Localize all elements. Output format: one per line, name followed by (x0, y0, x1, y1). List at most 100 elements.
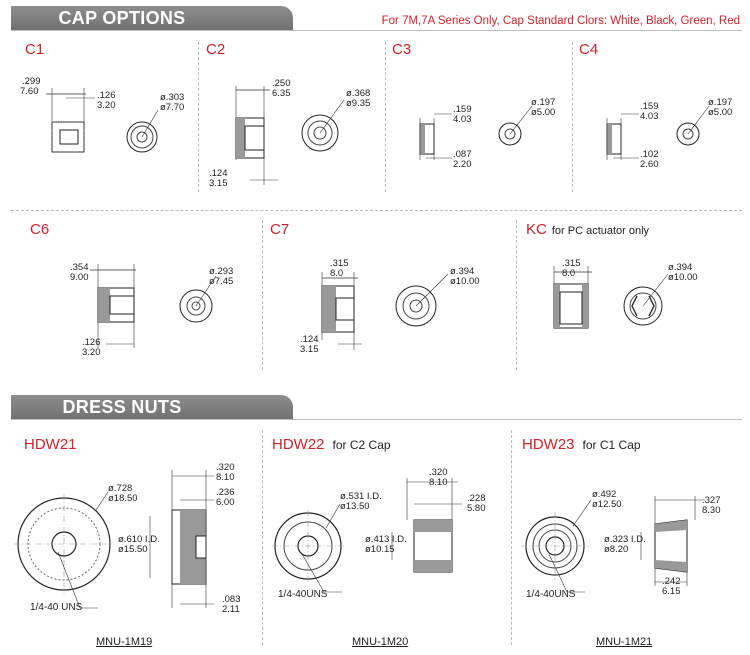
dim-text: ø8.20 (604, 544, 629, 555)
separator (511, 430, 512, 645)
dim-text: ø.492 (592, 489, 617, 500)
dim-text: ø7.70 (160, 102, 185, 113)
dim-text: .126 (82, 337, 101, 348)
dim-text: 3.15 (300, 344, 319, 355)
dim-text: 6.35 (272, 88, 291, 99)
dim-text: ø.394 (668, 262, 693, 273)
dim-text: ø.197 (708, 97, 733, 108)
part-number: MNU-1M19 (96, 636, 153, 648)
dim-text: ø7.45 (209, 276, 234, 287)
dim-text: ø.197 (531, 97, 556, 108)
dim-text: 6.00 (216, 497, 235, 508)
dim-text: 5.80 (467, 503, 486, 514)
dim-text: 2.11 (222, 604, 240, 615)
dim-text: ø.303 (160, 92, 185, 103)
dim-text: 8.30 (702, 505, 721, 516)
dress-nuts-rule (11, 419, 742, 420)
nut-hdw23-name: HDW23 (522, 436, 575, 453)
cap-c4-drawing (606, 105, 710, 160)
dim-text: ø9.35 (346, 98, 371, 109)
separator (262, 430, 263, 645)
separator (262, 220, 263, 370)
nut-hdw23-drawing (521, 496, 705, 593)
dim-text: .250 (272, 78, 291, 89)
dim-text: .228 (467, 493, 486, 504)
dim-text: .236 (216, 487, 235, 498)
dim-text: 3.20 (82, 347, 101, 358)
dim-text: .299 (22, 76, 41, 87)
dim-text: ø18.50 (108, 493, 138, 504)
dim-text: 2.60 (640, 159, 659, 170)
part-number: MNU-1M20 (352, 636, 409, 648)
dim-text: 7.60 (20, 86, 39, 97)
dim-text: .242 (662, 576, 681, 587)
nut-hdw22-note: for C2 Cap (332, 438, 391, 452)
dim-text: ø.394 (450, 266, 475, 277)
nut-hdw22-label: HDW22 for C2 Cap (272, 436, 391, 453)
cap-c1-label: C1 (25, 41, 45, 58)
cap-c3-label: C3 (392, 41, 412, 58)
nut-hdw21-label: HDW21 (24, 436, 77, 453)
cap-options-banner: CAP OPTIONS (11, 6, 293, 31)
thread-spec: 1/4-40 UNS (30, 602, 83, 613)
dim-text: ø5.00 (531, 107, 556, 118)
dim-text: 8.0 (330, 268, 344, 279)
dim-text: .159 (640, 101, 659, 112)
cap-options-rule (11, 30, 742, 31)
dim-text: ø.293 (209, 266, 234, 277)
dim-text: 4.03 (453, 114, 472, 125)
dim-text: ø.323 I.D. (604, 534, 646, 545)
cap-c2-label: C2 (206, 41, 226, 58)
dim-text: .315 (562, 258, 581, 269)
dim-text: 9.00 (70, 272, 89, 283)
dim-text: ø15.50 (118, 544, 148, 555)
separator (572, 42, 573, 192)
thread-spec: 1/4-40UNS (526, 589, 576, 600)
dim-text: ø10.00 (450, 276, 480, 287)
dim-text: ø12.50 (592, 499, 622, 510)
dress-nuts-title: DRESS NUTS (62, 397, 182, 417)
cap-options-note: For 7M,7A Series Only, Cap Standard Clor… (381, 15, 740, 27)
dim-text: 8.0 (562, 268, 576, 279)
dim-text: 2.20 (453, 159, 472, 170)
dim-text: .354 (70, 262, 89, 273)
separator (385, 42, 386, 192)
cap-c7-label: C7 (270, 221, 290, 238)
separator (516, 220, 517, 370)
dim-text: .124 (300, 334, 319, 345)
cap-c6-label: C6 (30, 221, 50, 238)
dim-text: .320 (429, 467, 448, 478)
nut-hdw23-label: HDW23 for C1 Cap (522, 436, 641, 453)
nut-hdw23-note: for C1 Cap (582, 438, 641, 452)
dim-text: .124 (209, 168, 228, 179)
dim-text: .320 (216, 462, 235, 473)
part-number: MNU-1M21 (596, 636, 653, 648)
dim-text: ø.610 I.D. (118, 534, 160, 545)
dim-text: ø.728 (108, 483, 133, 494)
nut-hdw22-name: HDW22 (272, 436, 325, 453)
dim-text: 8.10 (216, 472, 235, 483)
dim-text: .102 (640, 149, 659, 160)
nut-hdw22-drawing (272, 478, 462, 593)
cap-kc-drawing (553, 266, 669, 329)
cap-c6-drawing (90, 264, 217, 348)
dim-text: ø10.00 (668, 272, 698, 283)
dim-text: 3.15 (209, 178, 228, 189)
cap-c7-drawing (321, 272, 449, 350)
cap-c1-drawing (46, 88, 159, 153)
dim-text: ø13.50 (340, 501, 370, 512)
cap-c2-drawing (235, 86, 345, 185)
dim-text: 4.03 (640, 111, 659, 122)
dim-text: ø.531 I.D. (340, 491, 382, 502)
nut-hdw21-drawing (14, 470, 214, 609)
separator (198, 42, 199, 192)
dim-text: .159 (453, 104, 472, 115)
cap-kc-note: for PC actuator only (551, 225, 650, 237)
dim-text: .315 (330, 258, 349, 269)
dim-text: ø.413 I.D. (365, 534, 407, 545)
dim-text: .087 (453, 149, 472, 160)
dress-nuts-banner: DRESS NUTS (11, 395, 293, 420)
cap-options-title: CAP OPTIONS (58, 8, 186, 28)
dim-text: 8.10 (429, 477, 448, 488)
